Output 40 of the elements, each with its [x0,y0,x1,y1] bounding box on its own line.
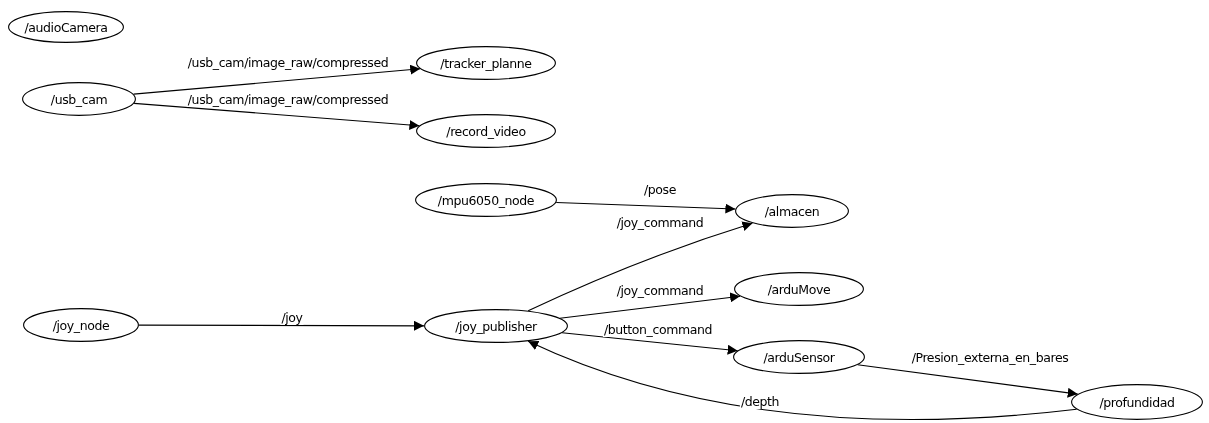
edge-label: /joy_command [615,216,705,230]
edge-label: /depth [739,395,781,409]
edge-label: /usb_cam/image_raw/compressed [186,93,390,107]
node-ellipse [1071,384,1203,420]
node-label: /arduSensor [762,349,836,365]
arrow [527,340,1078,421]
node-label: /profundidad [1098,394,1176,410]
arrow [555,201,736,214]
node-label: /tracker_planne [439,55,533,71]
edge-label: /pose [643,183,677,197]
arrow [138,320,425,331]
node-label: /almacen [763,203,821,219]
node-label: /joy_node [51,317,111,333]
node-label: /mpu6050_node [436,192,536,208]
edge-label: /joy [280,311,304,325]
arrow [527,221,753,312]
node-ellipse [416,46,556,80]
arrow [561,332,739,355]
edge-label: /button_command [602,323,714,337]
node-ellipse [8,11,124,43]
arrow [559,292,741,319]
node-ellipse [735,194,849,228]
edge-label: /joy_command [615,284,705,298]
node-ellipse [416,114,556,148]
node-label: /joy_publisher [454,318,538,334]
node-label: /audioCamera [23,19,109,35]
node-label: /arduMove [766,281,832,297]
node-ellipse [415,183,557,217]
edge-label: /Presion_externa_en_bares [910,351,1070,365]
node-ellipse [23,308,139,342]
arrow [857,364,1079,398]
node-ellipse [733,340,865,374]
arrow [133,64,421,95]
node-label: /record_video [445,123,527,139]
node-label: /usb_cam [49,91,109,107]
node-ellipse [22,82,136,116]
node-ellipse [424,309,568,343]
node-ellipse [734,272,864,306]
arrow [133,102,420,130]
edge-label: /usb_cam/image_raw/compressed [186,56,390,70]
